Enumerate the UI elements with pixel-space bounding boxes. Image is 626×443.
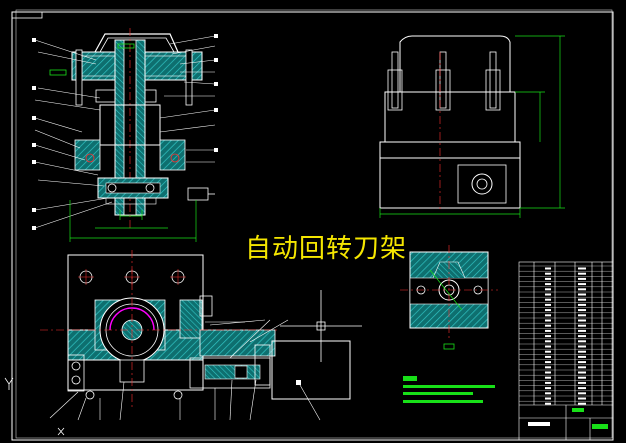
bom-cell-mark	[545, 361, 551, 364]
bom-cell-mark	[545, 387, 551, 390]
bom-cell-mark	[578, 392, 586, 395]
bom-cell-mark	[578, 340, 586, 343]
bom-cell-mark	[578, 283, 586, 286]
bom-cell-mark	[578, 309, 586, 312]
bom-cell-mark	[545, 298, 551, 301]
bom-cell-mark	[545, 340, 551, 343]
bom-cell-mark	[578, 350, 586, 353]
bom-cell-mark	[545, 283, 551, 286]
bom-cell-mark	[578, 314, 586, 317]
bom-cell-mark	[578, 371, 586, 374]
bom-cell-mark	[578, 381, 586, 384]
bom-cell-mark	[578, 355, 586, 358]
bom-cell-mark	[578, 335, 586, 338]
bom-cell-mark	[545, 267, 551, 270]
bom-cell-mark	[545, 303, 551, 306]
bom-cell-mark	[578, 366, 586, 369]
bom-cell-mark	[578, 402, 586, 405]
bom-table-rows	[519, 265, 613, 405]
bom-cell-mark	[545, 381, 551, 384]
bom-cell-mark	[578, 329, 586, 332]
bom-cell-mark	[545, 371, 551, 374]
bom-cell-mark	[578, 397, 586, 400]
bom-cell-mark	[578, 267, 586, 270]
bom-cell-mark	[578, 376, 586, 379]
bom-cell-mark	[545, 319, 551, 322]
bom-cell-mark	[578, 277, 586, 280]
bom-cell-mark	[545, 277, 551, 280]
bom-cell-mark	[545, 402, 551, 405]
bom-cell-mark	[578, 272, 586, 275]
bom-cell-mark	[545, 355, 551, 358]
bom-cell-mark	[545, 345, 551, 348]
technical-notes	[403, 376, 495, 403]
bom-cell-mark	[545, 350, 551, 353]
bom-cell-mark	[545, 392, 551, 395]
drawing-title: 自动回转刀架	[245, 234, 408, 264]
bom-cell-mark	[578, 361, 586, 364]
bom-cell-mark	[545, 366, 551, 369]
bom-cell-mark	[578, 387, 586, 390]
bom-cell-mark	[578, 288, 586, 291]
title-block	[518, 261, 614, 441]
inner-border	[15, 9, 613, 439]
bom-cell-mark	[578, 303, 586, 306]
bom-cell-mark	[545, 397, 551, 400]
bom-cell-mark	[545, 376, 551, 379]
bom-cell-mark	[545, 293, 551, 296]
section-detail-view	[400, 245, 498, 350]
front-section-view	[32, 28, 218, 242]
bom-cell-mark	[578, 319, 586, 322]
side-view	[379, 35, 565, 218]
bom-cell-mark	[545, 324, 551, 327]
bom-cell-mark	[578, 293, 586, 296]
bom-cell-mark	[578, 298, 586, 301]
corner-tag	[11, 11, 43, 19]
bom-cell-mark	[545, 329, 551, 332]
bom-cell-mark	[545, 335, 551, 338]
bom-cell-mark	[545, 272, 551, 275]
bom-cell-mark	[578, 345, 586, 348]
bom-cell-mark	[578, 324, 586, 327]
bom-cell-mark	[545, 288, 551, 291]
bom-cell-mark	[545, 309, 551, 312]
bom-cell-mark	[545, 314, 551, 317]
plan-view	[4, 250, 362, 436]
drawing-border	[11, 11, 614, 441]
